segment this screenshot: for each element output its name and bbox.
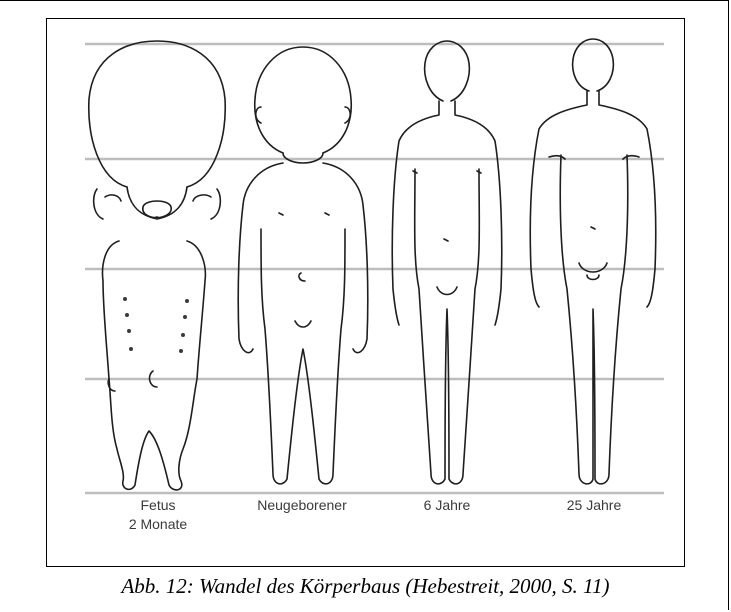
fetus-spots [123,297,189,353]
label-fetus-line2: 2 Monate [113,515,203,534]
child-figure [392,41,502,484]
figure-caption: Abb. 12: Wandel des Körperbaus (Hebestre… [0,566,731,606]
label-6-years: 6 Jahre [407,496,487,515]
body-proportions-illustration [47,19,684,566]
label-newborn: Neugeborener [237,496,367,515]
label-fetus: Fetus 2 Monate [113,496,203,534]
fetus-figure [89,41,225,490]
label-fetus-line1: Fetus [113,496,203,515]
figure-box: Fetus 2 Monate Neugeborener 6 Jahre 25 J… [46,18,685,567]
newborn-figure [238,47,368,484]
adult-figure [530,39,655,484]
label-25-years: 25 Jahre [549,496,639,515]
